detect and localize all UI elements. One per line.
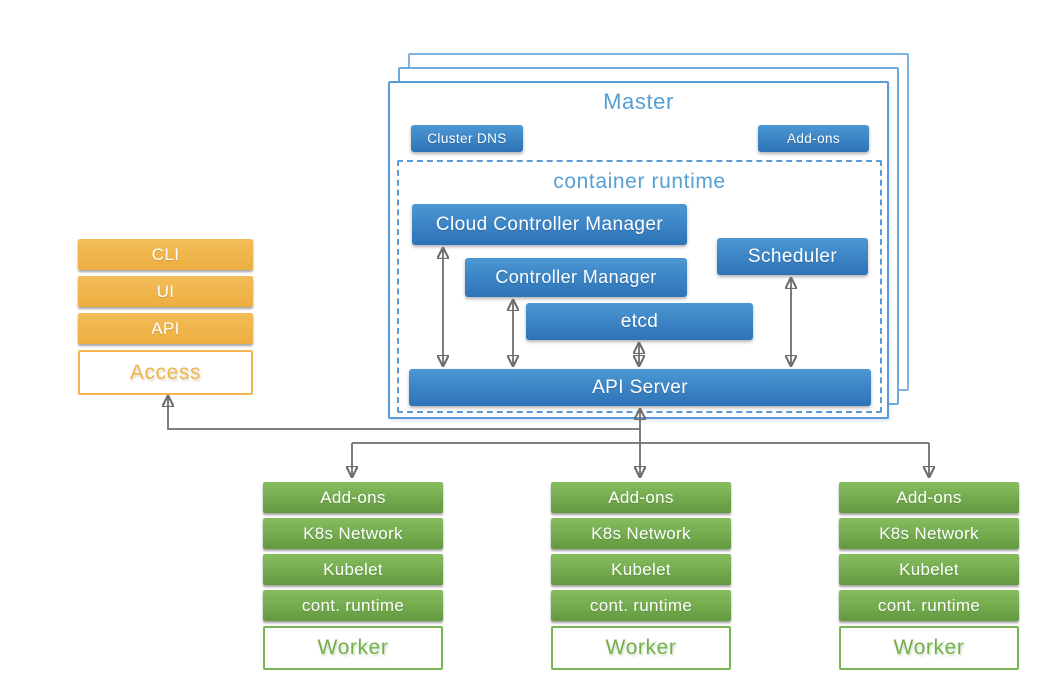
worker-row-kubelet: Kubelet <box>839 554 1019 585</box>
access-label: Access <box>78 350 253 395</box>
worker-label: Worker <box>263 626 443 670</box>
api-server-box: API Server <box>409 369 871 406</box>
etcd-box: etcd <box>526 303 753 340</box>
worker-row-cont-runtime: cont. runtime <box>263 590 443 621</box>
worker-row-k8s-network: K8s Network <box>551 518 731 549</box>
worker-row-addons: Add-ons <box>839 482 1019 513</box>
worker-label: Worker <box>839 626 1019 670</box>
worker-row-k8s-network: K8s Network <box>839 518 1019 549</box>
master-box: Master Cluster DNS Add-ons container run… <box>388 81 889 419</box>
worker-row-kubelet: Kubelet <box>551 554 731 585</box>
worker-row-addons: Add-ons <box>263 482 443 513</box>
access-row-api: API <box>78 313 253 344</box>
master-addons-box: Add-ons <box>758 125 869 152</box>
master-title: Master <box>603 89 674 114</box>
container-runtime-title: container runtime <box>553 170 726 193</box>
worker-stack-2: Add-ons K8s Network Kubelet cont. runtim… <box>551 482 731 670</box>
worker-row-k8s-network: K8s Network <box>263 518 443 549</box>
worker-stack-1: Add-ons K8s Network Kubelet cont. runtim… <box>263 482 443 670</box>
access-stack: CLI UI API Access <box>78 239 253 395</box>
worker-row-cont-runtime: cont. runtime <box>551 590 731 621</box>
cloud-controller-manager-box: Cloud Controller Manager <box>412 204 687 245</box>
access-row-cli: CLI <box>78 239 253 270</box>
access-row-ui: UI <box>78 276 253 307</box>
container-runtime-box: container runtime Cloud Controller Manag… <box>397 160 882 413</box>
cluster-dns-box: Cluster DNS <box>411 125 523 152</box>
worker-row-kubelet: Kubelet <box>263 554 443 585</box>
worker-label: Worker <box>551 626 731 670</box>
worker-row-cont-runtime: cont. runtime <box>839 590 1019 621</box>
worker-stack-3: Add-ons K8s Network Kubelet cont. runtim… <box>839 482 1019 670</box>
scheduler-box: Scheduler <box>717 238 868 275</box>
worker-row-addons: Add-ons <box>551 482 731 513</box>
controller-manager-box: Controller Manager <box>465 258 687 297</box>
